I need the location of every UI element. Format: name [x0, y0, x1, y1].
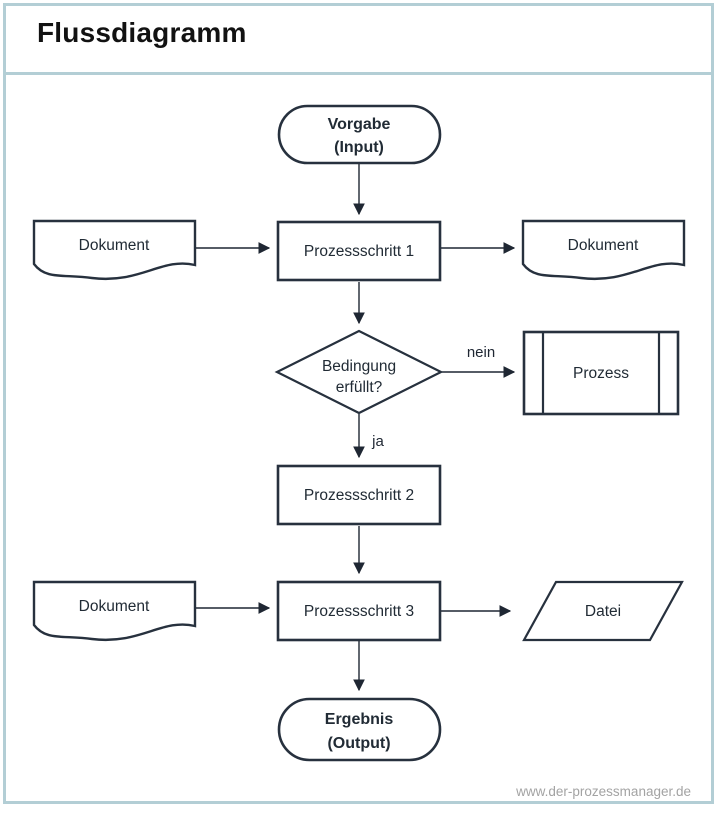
edge-decision-no-to-prozess: nein — [442, 344, 516, 378]
node-decision-bedingung: Bedingung erfüllt? — [274, 329, 444, 415]
node-label-input-line1: Vorgabe — [328, 116, 391, 133]
node-label-dokument-left-1: Dokument — [79, 237, 150, 254]
node-document-left-2: Dokument — [32, 580, 197, 642]
edge-decision-yes-to-step2: ja — [353, 414, 384, 459]
page-border-frame — [3, 3, 714, 804]
edge-label-nein: nein — [467, 344, 495, 361]
page-header: Flussdiagramm — [3, 3, 714, 75]
node-label-step3: Prozessschritt 3 — [304, 603, 414, 620]
node-process-step1: Prozessschritt 1 — [276, 220, 442, 282]
node-label-bedingung-line1: Bedingung — [322, 358, 396, 375]
edge-label-ja: ja — [371, 433, 384, 450]
node-process-step2: Prozessschritt 2 — [276, 464, 442, 526]
node-label-prozess: Prozess — [573, 365, 629, 382]
node-label-bedingung-line2: erfüllt? — [336, 379, 383, 396]
node-label-output-line2: (Output) — [327, 735, 390, 752]
node-label-step1: Prozessschritt 1 — [304, 243, 414, 260]
footer-watermark-url: www.der-prozessmanager.de — [516, 784, 691, 799]
node-label-datei: Datei — [585, 603, 621, 620]
page-title: Flussdiagramm — [37, 17, 247, 48]
node-label-dokument-left-2: Dokument — [79, 598, 150, 615]
node-label-output-line1: Ergebnis — [325, 711, 394, 728]
node-label-input-line2: (Input) — [334, 139, 384, 156]
node-label-dokument-right: Dokument — [568, 237, 639, 254]
node-predefined-process: Prozess — [522, 330, 680, 416]
node-data-datei: Datei — [522, 580, 684, 642]
node-label-step2: Prozessschritt 2 — [304, 487, 414, 504]
node-document-right: Dokument — [521, 219, 686, 281]
node-document-left-1: Dokument — [32, 219, 197, 281]
node-process-step3: Prozessschritt 3 — [276, 580, 442, 642]
node-terminator-output: Ergebnis (Output) — [277, 697, 442, 762]
node-terminator-input: Vorgabe (Input) — [277, 104, 442, 165]
